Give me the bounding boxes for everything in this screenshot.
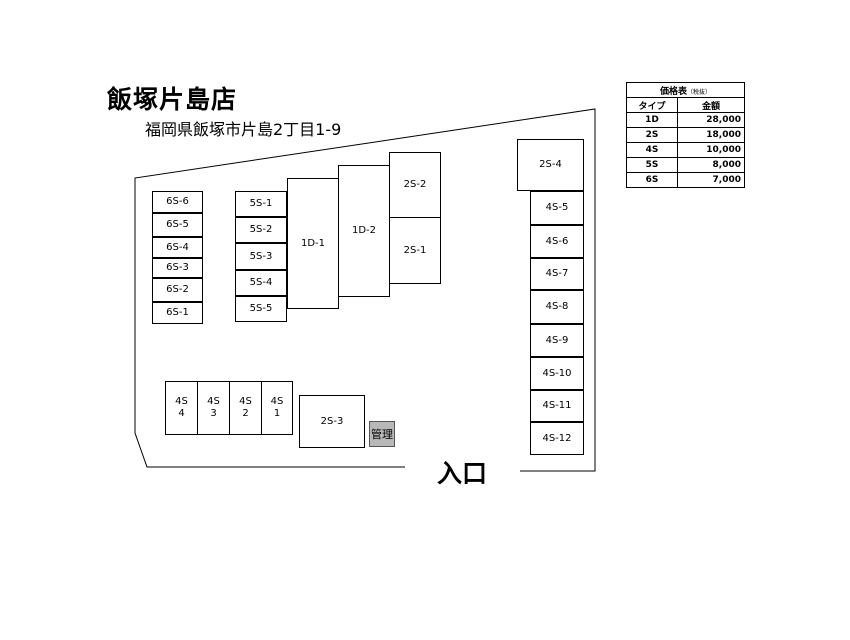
price-row-price: 7,000 xyxy=(677,172,745,188)
price-row-price: 10,000 xyxy=(677,142,745,158)
unit-4s-11[interactable]: 4S-11 xyxy=(530,390,584,422)
unit-6s-2[interactable]: 6S-2 xyxy=(152,278,203,302)
unit-4s-6[interactable]: 4S-6 xyxy=(530,225,584,258)
unit-1d-1[interactable]: 1D-1 xyxy=(287,178,339,309)
price-row-type: 4S xyxy=(626,142,678,158)
price-table-col-price: 金額 xyxy=(677,97,745,113)
unit-6s-1[interactable]: 6S-1 xyxy=(152,302,203,324)
unit-4s-9[interactable]: 4S-9 xyxy=(530,324,584,357)
unit-6s-4[interactable]: 6S-4 xyxy=(152,237,203,258)
price-row: 5S 8,000 xyxy=(626,157,745,173)
unit-6s-5[interactable]: 6S-5 xyxy=(152,213,203,237)
unit-4s-12[interactable]: 4S-12 xyxy=(530,422,584,455)
price-row-price: 8,000 xyxy=(677,157,745,173)
unit-2s-4[interactable]: 2S-4 xyxy=(517,139,584,191)
unit-6s-6[interactable]: 6S-6 xyxy=(152,191,203,213)
store-title: 飯塚片島店 xyxy=(107,85,238,114)
price-table-title: 価格表（税抜） xyxy=(626,82,745,98)
unit-2s-3[interactable]: 2S-3 xyxy=(299,395,365,448)
unit-4s-1[interactable]: 4S 1 xyxy=(261,381,293,435)
unit-5s-5[interactable]: 5S-5 xyxy=(235,296,287,322)
price-row-type: 2S xyxy=(626,127,678,143)
store-address: 福岡県飯塚市片島2丁目1-9 xyxy=(145,120,342,139)
unit-4s-2[interactable]: 4S 2 xyxy=(229,381,262,435)
unit-4s-3[interactable]: 4S 3 xyxy=(197,381,230,435)
price-row-type: 1D xyxy=(626,112,678,128)
unit-4s-5[interactable]: 4S-5 xyxy=(530,191,584,225)
entrance-label: 入口 xyxy=(437,459,488,488)
price-row: 1D 28,000 xyxy=(626,112,745,128)
office-box: 管理 xyxy=(369,421,395,447)
unit-6s-3[interactable]: 6S-3 xyxy=(152,258,203,278)
unit-4s-4[interactable]: 4S 4 xyxy=(165,381,198,435)
price-table: 価格表（税抜） タイプ 金額 1D 28,000 2S 18,000 4S 10… xyxy=(626,82,745,188)
price-row-type: 6S xyxy=(626,172,678,188)
price-row: 4S 10,000 xyxy=(626,142,745,158)
unit-4s-8[interactable]: 4S-8 xyxy=(530,290,584,324)
price-row: 6S 7,000 xyxy=(626,172,745,188)
price-row-price: 28,000 xyxy=(677,112,745,128)
price-row-price: 18,000 xyxy=(677,127,745,143)
unit-4s-7[interactable]: 4S-7 xyxy=(530,258,584,290)
unit-5s-1[interactable]: 5S-1 xyxy=(235,191,287,217)
price-row-type: 5S xyxy=(626,157,678,173)
price-table-col-type: タイプ xyxy=(626,97,678,113)
price-row: 2S 18,000 xyxy=(626,127,745,143)
unit-5s-2[interactable]: 5S-2 xyxy=(235,217,287,243)
unit-4s-10[interactable]: 4S-10 xyxy=(530,357,584,390)
unit-5s-3[interactable]: 5S-3 xyxy=(235,243,287,270)
unit-2s-2[interactable]: 2S-2 xyxy=(389,152,441,218)
unit-1d-2[interactable]: 1D-2 xyxy=(338,165,390,297)
unit-2s-1[interactable]: 2S-1 xyxy=(389,217,441,284)
price-table-note: （税抜） xyxy=(687,88,712,96)
unit-5s-4[interactable]: 5S-4 xyxy=(235,270,287,296)
